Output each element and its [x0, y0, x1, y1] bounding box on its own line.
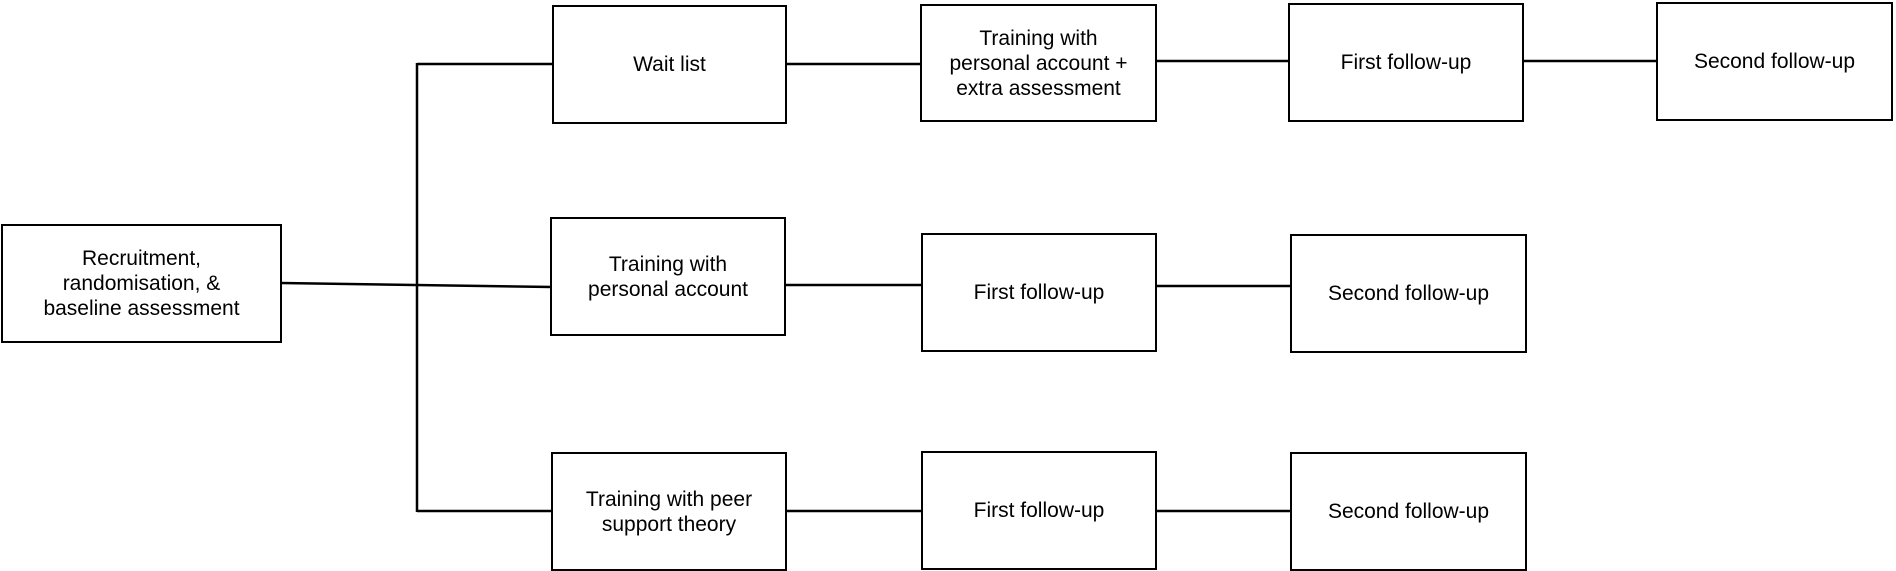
wait-training-box: Training with personal account + extra a…	[920, 4, 1157, 122]
personal-second-followup-box: Second follow-up	[1290, 234, 1527, 353]
wait-first-followup-label: First follow-up	[1340, 51, 1472, 74]
personal-first-followup-label: First follow-up	[973, 281, 1105, 304]
wait-list-box: Wait list	[552, 5, 787, 124]
wait-first-followup-box: First follow-up	[1288, 3, 1524, 122]
wait-training-label: Training with personal account + extra a…	[949, 26, 1128, 100]
wait-second-followup-label: Second follow-up	[1693, 50, 1856, 73]
start-box: Recruitment, randomisation, & baseline a…	[1, 224, 282, 343]
personal-training-box: Training with personal account	[550, 217, 786, 336]
peer-first-followup-label: First follow-up	[973, 499, 1105, 522]
peer-second-followup-label: Second follow-up	[1327, 500, 1490, 523]
start-box-label: Recruitment, randomisation, & baseline a…	[43, 247, 240, 320]
wait-second-followup-box: Second follow-up	[1656, 2, 1893, 121]
peer-training-box: Training with peer support theory	[551, 452, 787, 571]
peer-second-followup-box: Second follow-up	[1290, 452, 1527, 571]
peer-first-followup-box: First follow-up	[921, 451, 1157, 570]
peer-training-label: Training with peer support theory	[585, 487, 753, 536]
wait-list-label: Wait list	[633, 53, 706, 76]
personal-second-followup-label: Second follow-up	[1327, 282, 1490, 305]
personal-first-followup-box: First follow-up	[921, 233, 1157, 352]
personal-training-label: Training with personal account	[588, 252, 748, 301]
